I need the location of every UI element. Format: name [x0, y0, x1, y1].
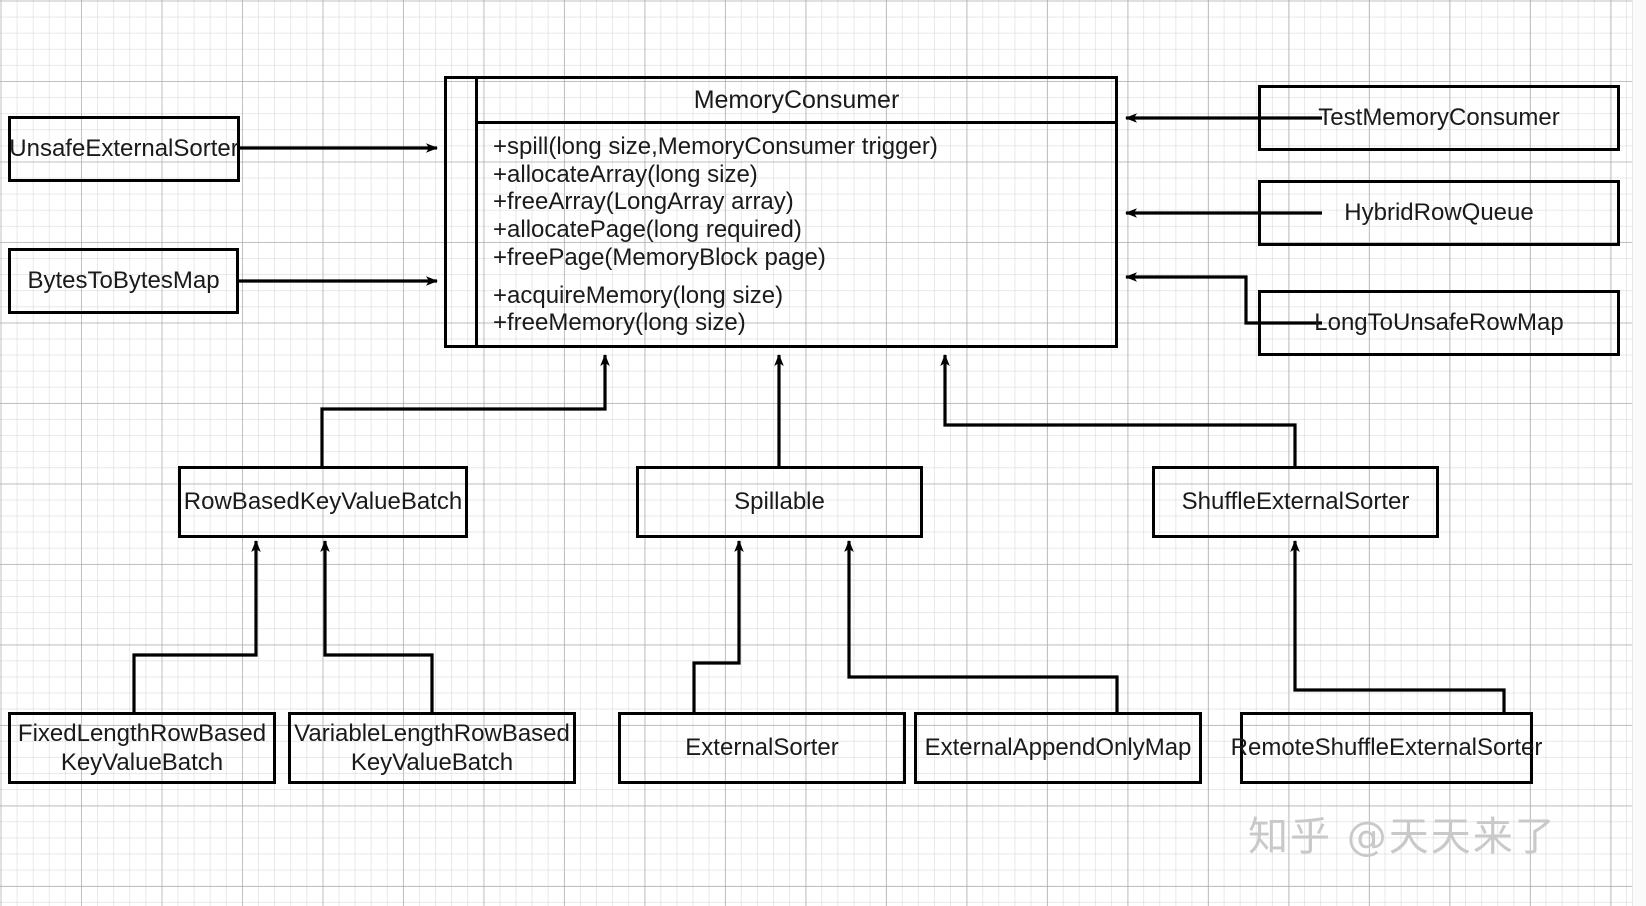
class-name-line2: KeyValueBatch	[60, 749, 224, 776]
class-box-hybridrowqueue[interactable]: HybridRowQueue	[1258, 180, 1620, 246]
method-freememory: +freeMemory(long size)	[493, 309, 746, 337]
class-name-line2: KeyValueBatch	[350, 749, 514, 776]
class-name-externalsorter: ExternalSorter	[685, 734, 839, 762]
class-name-longtounsaferowmap: LongToUnsafeRowMap	[1314, 309, 1564, 337]
class-box-rowbasedkeyvaluebatch[interactable]: RowBasedKeyValueBatch	[178, 466, 468, 538]
connector-fixedlengthrowbasedkeyvaluebatch	[132, 540, 261, 712]
class-name-unsafeexternalsorter: UnsafeExternalSorter	[9, 135, 239, 163]
class-name-fixedlengthrowbasedkeyvaluebatch: FixedLengthRowBased KeyValueBatch	[18, 719, 266, 778]
class-name-shuffleexternalsorter: ShuffleExternalSorter	[1181, 488, 1410, 516]
connector-externalsorter	[692, 540, 744, 712]
class-box-bytestobytesmap[interactable]: BytesToBytesMap	[8, 248, 239, 314]
connector-variablelengthrowbasedkeyvaluebatch	[320, 540, 434, 712]
connector-externalappendonlymap	[844, 540, 1119, 712]
connector-remoteshuffleexternalsorter	[1290, 540, 1506, 712]
class-box-unsafeexternalsorter[interactable]: UnsafeExternalSorter	[8, 116, 240, 182]
class-name-variablelengthrowbasedkeyvaluebatch: VariableLengthRowBased KeyValueBatch	[294, 719, 570, 778]
class-box-remoteshuffleexternalsorter[interactable]: RemoteShuffleExternalSorter	[1231, 712, 1542, 784]
class-box-shuffleexternalsorter[interactable]: ShuffleExternalSorter	[1152, 466, 1439, 538]
method-freepage: +freePage(MemoryBlock page)	[493, 243, 826, 271]
class-box-variablelengthrowbasedkeyvaluebatch[interactable]: VariableLengthRowBased KeyValueBatch	[288, 712, 576, 784]
method-acquirememory: +acquireMemory(long size)	[493, 281, 784, 309]
class-method-list: +spill(long size,MemoryConsumer trigger)…	[481, 127, 1115, 345]
method-allocatearray: +allocateArray(long size)	[493, 160, 758, 188]
class-box-memoryconsumer[interactable]: MemoryConsumer +spill(long size,MemoryCo…	[444, 76, 1118, 348]
method-spill: +spill(long size,MemoryConsumer trigger)	[493, 133, 938, 160]
class-box-longtounsaferowmap[interactable]: LongToUnsafeRowMap	[1258, 290, 1620, 356]
class-name-rowbasedkeyvaluebatch: RowBasedKeyValueBatch	[183, 488, 463, 516]
class-name-remoteshuffleexternalsorter: RemoteShuffleExternalSorter	[1230, 734, 1543, 762]
connector-rowbasedkeyvaluebatch	[320, 354, 610, 466]
class-name-hybridrowqueue: HybridRowQueue	[1344, 199, 1534, 227]
connector-longtounsaferowmap	[1125, 272, 1322, 325]
class-name-testmemoryconsumer: TestMemoryConsumer	[1318, 104, 1560, 132]
class-box-externalappendonlymap[interactable]: ExternalAppendOnlyMap	[914, 712, 1202, 784]
class-name-bytestobytesmap: BytesToBytesMap	[27, 267, 220, 295]
class-box-testmemoryconsumer[interactable]: TestMemoryConsumer	[1258, 85, 1620, 151]
class-name-spillable: Spillable	[734, 488, 825, 516]
class-name-memoryconsumer: MemoryConsumer	[693, 85, 900, 114]
connector-shuffleexternalsorter	[940, 354, 1297, 466]
class-name-line1: VariableLengthRowBased	[294, 719, 570, 747]
class-name-externalappendonlymap: ExternalAppendOnlyMap	[924, 734, 1192, 762]
method-freearray: +freeArray(LongArray array)	[493, 188, 794, 216]
class-box-spillable[interactable]: Spillable	[636, 466, 923, 538]
method-allocatepage: +allocatePage(long required)	[493, 216, 802, 244]
class-box-externalsorter[interactable]: ExternalSorter	[618, 712, 906, 784]
class-box-stereotype-gutter	[447, 79, 478, 345]
class-name-line1: FixedLengthRowBased	[17, 719, 267, 747]
class-title-row: MemoryConsumer	[478, 79, 1115, 124]
class-box-fixedlengthrowbasedkeyvaluebatch[interactable]: FixedLengthRowBased KeyValueBatch	[8, 712, 276, 784]
